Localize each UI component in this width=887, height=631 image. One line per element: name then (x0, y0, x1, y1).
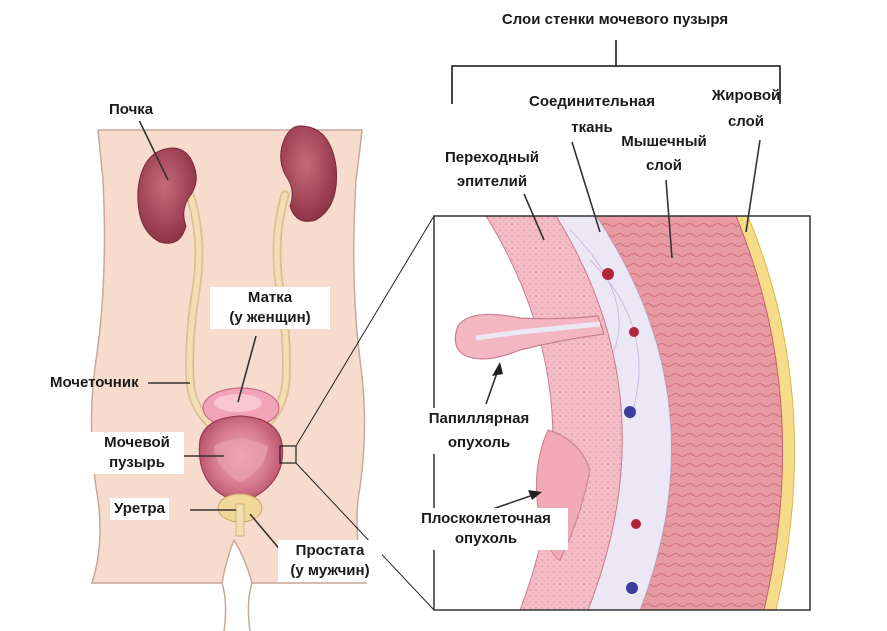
vessel (626, 582, 638, 594)
label-ureter: Мочеточник (50, 374, 139, 391)
label-connective-line1: Соединительная (529, 93, 655, 110)
label-uterus-line1: Матка (247, 289, 293, 306)
label-muscle: Мышечный слой (608, 132, 720, 176)
label-transitional-line2: эпителий (456, 173, 528, 190)
label-bladder-line2: пузырь (109, 454, 165, 471)
label-prostate-line2: (у мужчин) (290, 562, 370, 579)
label-papillary-line2: опухоль (447, 434, 511, 451)
arrowhead (492, 362, 503, 376)
label-squamous-line2: опухоль (454, 530, 518, 547)
label-transitional-line1: Переходный (445, 149, 539, 166)
label-bladder-line1: Мочевой (104, 434, 170, 451)
label-kidney: Почка (105, 99, 158, 121)
label-fat: Жировой слой (706, 86, 786, 132)
zoom-line-bottom (295, 462, 435, 611)
label-squamous: Плоскоклеточная опухоль (404, 508, 568, 550)
label-fat-line2: слой (727, 113, 765, 130)
label-muscle-line2: слой (645, 157, 683, 174)
label-bladder: Мочевой пузырь (90, 432, 184, 474)
ureters (185, 190, 291, 433)
label-connective-line2: ткань (571, 119, 613, 136)
label-uterus: Матка (у женщин) (210, 287, 330, 329)
diagram-title: Слои стенки мочевого пузыря (501, 11, 729, 28)
kidney-left (137, 147, 197, 244)
label-squamous-line1: Плоскоклеточная (421, 510, 551, 527)
label-transitional: Переходный эпителий (436, 148, 548, 192)
layers-bracket (451, 40, 781, 104)
bladder (198, 415, 284, 507)
label-prostate: Простата (у мужчин) (278, 540, 382, 582)
zoom-line-top (295, 215, 435, 447)
vessel (631, 519, 641, 529)
label-connective: Соединительная ткань (512, 92, 672, 138)
wall-section (434, 216, 810, 610)
zoom-marker (279, 445, 297, 464)
label-fat-line1: Жировой (711, 87, 781, 104)
kidney-right (280, 125, 338, 222)
arrowhead (528, 490, 542, 500)
vessel (602, 268, 614, 280)
label-papillary-line1: Папиллярная (428, 410, 530, 427)
label-prostate-line1: Простата (295, 542, 365, 559)
label-urethra: Уретра (110, 498, 169, 520)
label-papillary: Папиллярная опухоль (420, 408, 538, 454)
label-muscle-line1: Мышечный (621, 133, 707, 150)
vessel (624, 406, 636, 418)
vessel (629, 327, 639, 337)
leader-lines (137, 117, 761, 553)
label-uterus-line2: (у женщин) (229, 309, 311, 326)
